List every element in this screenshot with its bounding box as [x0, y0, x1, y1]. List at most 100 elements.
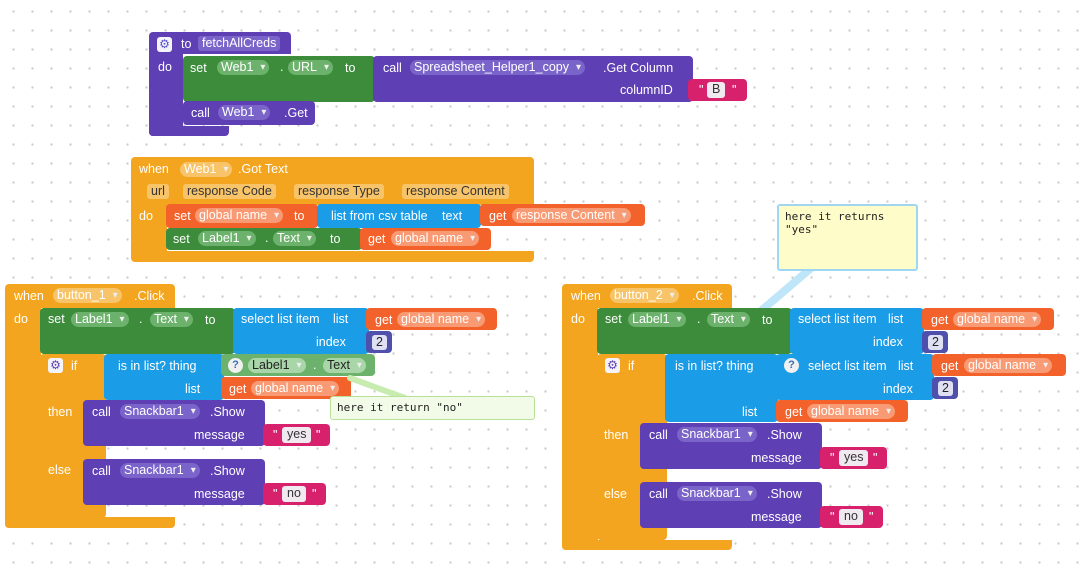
- keyword-to: to: [762, 313, 773, 327]
- variable-dropdown-global-name[interactable]: global name: [953, 312, 1042, 327]
- csv-block-label: list from csv table: [331, 209, 428, 223]
- param-url[interactable]: url: [147, 184, 169, 199]
- text-value-no[interactable]: no: [282, 486, 306, 502]
- help-icon[interactable]: ?: [228, 358, 243, 373]
- list-keyword: list: [898, 359, 914, 373]
- property-dropdown-url[interactable]: URL: [288, 60, 334, 75]
- text-value-no[interactable]: no: [839, 509, 863, 525]
- call-keyword: call: [191, 106, 210, 120]
- number-value[interactable]: 2: [928, 335, 943, 350]
- variable-dropdown-global-name[interactable]: global name: [391, 231, 480, 246]
- event-name: .Click: [134, 289, 165, 303]
- get-keyword: get: [941, 359, 959, 373]
- event-name: .Got Text: [238, 162, 288, 176]
- variable-dropdown-global-name[interactable]: global name: [807, 404, 896, 419]
- select-list-item-block[interactable]: [776, 354, 934, 400]
- component-dropdown-button2[interactable]: button_2: [610, 288, 679, 303]
- variable-dropdown-response-content[interactable]: response Content: [512, 208, 631, 223]
- is-in-list-block[interactable]: [104, 354, 224, 400]
- select-list-item-label: select list item: [798, 312, 877, 326]
- event-footer: [131, 251, 534, 262]
- method-label: .Get Column: [603, 61, 674, 75]
- property-dropdown-text[interactable]: Text: [273, 231, 316, 246]
- keyword-do: do: [14, 312, 28, 326]
- component-dropdown-snackbar1[interactable]: Snackbar1: [120, 463, 200, 478]
- text-value-yes[interactable]: yes: [839, 450, 869, 466]
- if-keyword: if: [71, 359, 78, 373]
- list-from-csv-table-block[interactable]: [317, 204, 481, 228]
- component-dropdown-label1[interactable]: Label1: [248, 358, 306, 373]
- variable-dropdown-global-name[interactable]: global name: [397, 312, 486, 327]
- property-dropdown-text[interactable]: Text: [323, 358, 366, 373]
- component-dropdown-web1[interactable]: Web1: [217, 60, 270, 75]
- keyword-do: do: [139, 209, 153, 223]
- method-label: .Get: [284, 106, 308, 120]
- component-dropdown-snackbar1[interactable]: Snackbar1: [677, 427, 757, 442]
- variable-dropdown-global-name[interactable]: global name: [964, 358, 1053, 373]
- index-keyword: index: [873, 335, 903, 349]
- number-value[interactable]: 2: [938, 381, 953, 396]
- select-list-item-block[interactable]: [233, 308, 369, 354]
- component-dropdown-label1[interactable]: Label1: [628, 312, 686, 327]
- procedure-footer: [149, 126, 229, 136]
- number-value[interactable]: 2: [372, 335, 387, 350]
- set-web1-url-block[interactable]: [183, 56, 375, 102]
- quote-open: ": [699, 83, 704, 97]
- select-list-item-label: select list item: [808, 359, 887, 373]
- param-response-type[interactable]: response Type: [294, 184, 384, 199]
- procedure-name-field[interactable]: fetchAllCreds: [198, 36, 281, 51]
- when-keyword: when: [14, 289, 44, 303]
- message-label: message: [751, 510, 802, 524]
- then-keyword: then: [604, 428, 629, 442]
- property-dropdown-text[interactable]: Text: [707, 312, 750, 327]
- index-keyword: index: [883, 382, 913, 396]
- gear-icon[interactable]: ⚙: [157, 37, 172, 52]
- when-keyword: when: [139, 162, 169, 176]
- quote-open: ": [273, 428, 278, 442]
- get-keyword: get: [368, 232, 386, 246]
- component-dropdown-button1[interactable]: button_1: [53, 288, 122, 303]
- method-label: .Show: [767, 428, 802, 442]
- quote-close: ": [312, 487, 317, 501]
- component-dropdown-web1[interactable]: Web1: [180, 162, 233, 177]
- set-keyword: set: [173, 232, 190, 246]
- quote-close: ": [869, 510, 874, 524]
- comment-note-button1[interactable]: here it return "no": [330, 396, 535, 420]
- message-label: message: [751, 451, 802, 465]
- component-dropdown-label1[interactable]: Label1: [198, 231, 256, 246]
- variable-dropdown-global-name[interactable]: global name: [195, 208, 284, 223]
- comment-note-button2[interactable]: here it returns "yes": [777, 204, 918, 271]
- keyword-to: to: [345, 61, 356, 75]
- help-icon[interactable]: ?: [784, 358, 799, 373]
- property-dropdown-text[interactable]: Text: [150, 312, 193, 327]
- param-response-code[interactable]: response Code: [183, 184, 276, 199]
- keyword-to: to: [330, 232, 341, 246]
- component-dropdown-helper[interactable]: Spreadsheet_Helper1_copy: [410, 60, 585, 75]
- component-dropdown-snackbar1[interactable]: Snackbar1: [677, 486, 757, 501]
- event-footer: [5, 517, 175, 528]
- event-spine: [131, 200, 167, 258]
- text-value-yes[interactable]: yes: [282, 427, 312, 443]
- keyword-to: to: [205, 313, 216, 327]
- procedure-body-spine: [149, 52, 183, 136]
- then-keyword: then: [48, 405, 73, 419]
- get-keyword: get: [931, 313, 949, 327]
- is-in-list-block[interactable]: [665, 354, 778, 422]
- component-dropdown-snackbar1[interactable]: Snackbar1: [120, 404, 200, 419]
- dot-separator: .: [265, 231, 269, 245]
- call-keyword: call: [649, 487, 668, 501]
- param-response-content[interactable]: response Content: [402, 184, 509, 199]
- component-dropdown-label1[interactable]: Label1: [71, 312, 129, 327]
- method-label: .Show: [767, 487, 802, 501]
- event-footer: [562, 540, 732, 550]
- text-value-b[interactable]: B: [707, 82, 726, 98]
- select-list-item-block[interactable]: [790, 308, 924, 354]
- quote-close: ": [316, 428, 321, 442]
- dot-separator: .: [313, 358, 317, 372]
- select-list-item-label: select list item: [241, 312, 320, 326]
- variable-dropdown-global-name[interactable]: global name: [251, 381, 340, 396]
- component-dropdown-web1[interactable]: Web1: [218, 105, 271, 120]
- csv-text-label: text: [442, 209, 463, 223]
- gear-icon[interactable]: ⚙: [48, 358, 63, 373]
- gear-icon[interactable]: ⚙: [605, 358, 620, 373]
